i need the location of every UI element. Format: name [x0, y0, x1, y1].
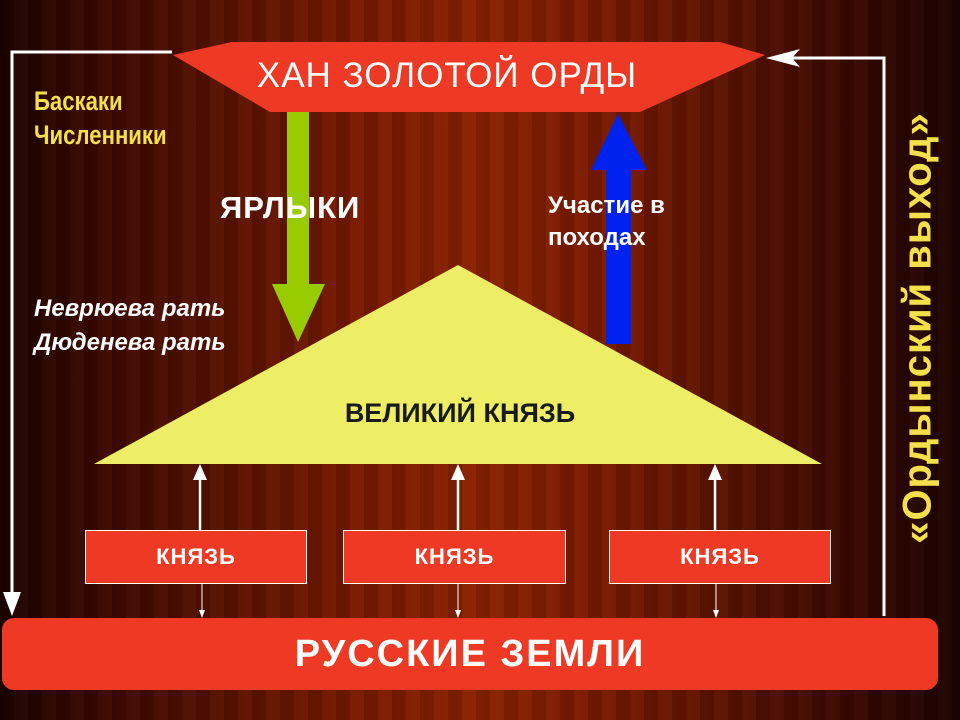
armies-list: Неврюева рать Дюденева рать — [34, 292, 226, 360]
left-loop-arrowhead — [3, 592, 21, 616]
campaigns-label-line-2: походах — [548, 224, 646, 251]
left-loop-line — [10, 50, 172, 600]
right-loop-arrowhead — [766, 49, 800, 67]
army-nevryuy: Неврюева рать — [34, 295, 226, 322]
princes-to-lands-arrows — [199, 584, 719, 618]
prince-box-3: КНЯЗЬ — [609, 530, 831, 584]
yarlyki-label: ЯРЛЫКИ — [220, 190, 361, 225]
officials-baskaki: Баскаки — [34, 86, 123, 116]
khan-shape — [173, 42, 765, 112]
grand-prince-label: ВЕЛИКИЙ КНЯЗЬ — [344, 398, 576, 428]
grand-prince-triangle — [94, 265, 822, 464]
right-loop-line — [788, 56, 886, 616]
khan-label: ХАН ЗОЛОТОЙ ОРДЫ — [256, 56, 638, 95]
campaigns-arrow — [591, 114, 647, 344]
campaigns-label-line-1: Участие в — [548, 192, 665, 219]
officials-list: Баскаки Численники — [34, 84, 167, 152]
army-dyuden: Дюденева рать — [34, 329, 226, 356]
prince-box-1: КНЯЗЬ — [85, 530, 307, 584]
prince-box-2: КНЯЗЬ — [343, 530, 566, 584]
yarlyki-arrow — [272, 112, 325, 342]
campaigns-label: Участие в походах — [548, 190, 665, 254]
princes-to-grand-prince-arrows — [193, 464, 722, 530]
tribute-label: «Ордынский выход» — [895, 112, 940, 544]
officials-chislenniki: Численники — [34, 120, 167, 150]
russian-lands-bar: РУССКИЕ ЗЕМЛИ — [2, 618, 938, 690]
